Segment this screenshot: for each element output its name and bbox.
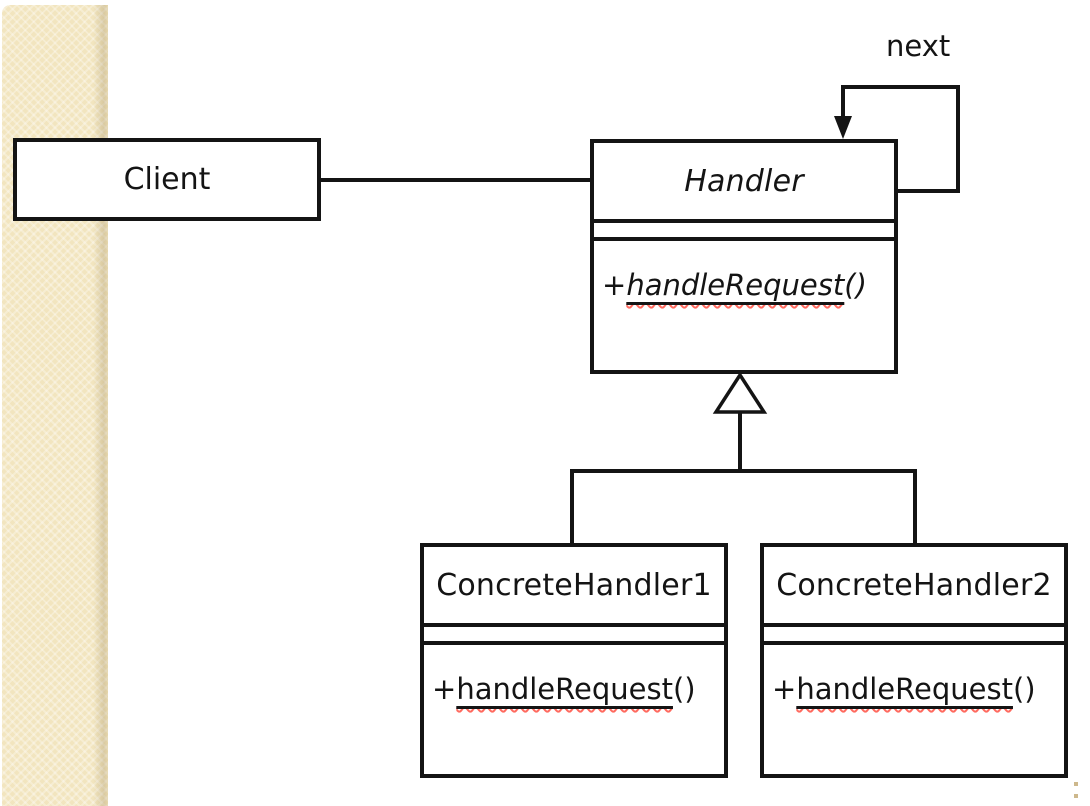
method-visibility: + — [772, 672, 797, 706]
artifact-dot — [1074, 794, 1078, 798]
class-attributes-compartment — [594, 223, 894, 241]
class-attributes-compartment — [424, 627, 724, 645]
class-attributes-compartment — [764, 627, 1064, 645]
class-name-handler: Handler — [684, 163, 804, 199]
method-name-underline: handleRequest — [626, 268, 844, 302]
generalization-branch-lines — [570, 469, 917, 545]
method-name-concretehandler1: handleRequest — [456, 672, 673, 706]
method-visibility: + — [432, 672, 457, 706]
method-name-handler: handleRequest — [626, 268, 845, 302]
method-name-underline: handleRequest — [456, 672, 673, 706]
association-label-next: next — [886, 29, 951, 63]
method-parens: () — [672, 672, 696, 706]
class-name-client: Client — [123, 162, 211, 197]
method-name-concretehandler2: handleRequest — [796, 672, 1013, 706]
method-parens: () — [1012, 672, 1036, 706]
class-box-concretehandler2: ConcreteHandler2 +handleRequest() — [760, 543, 1068, 778]
class-name-concretehandler1: ConcreteHandler1 — [436, 567, 712, 603]
method-name-underline: handleRequest — [796, 672, 1013, 706]
artifact-dot — [1074, 782, 1078, 786]
generalization-triangle-icon — [712, 371, 768, 414]
class-box-handler: Handler +handleRequest() — [590, 139, 898, 374]
next-arrowhead-icon — [834, 116, 852, 139]
slide-left-stripe — [2, 5, 108, 806]
class-title-compartment: ConcreteHandler1 — [424, 547, 724, 627]
class-methods-compartment: +handleRequest() — [764, 645, 1064, 774]
method-visibility: + — [602, 268, 627, 302]
class-title-compartment: Handler — [594, 143, 894, 223]
method-parens: () — [844, 268, 867, 302]
class-name-concretehandler2: ConcreteHandler2 — [776, 567, 1052, 603]
class-methods-compartment: +handleRequest() — [594, 241, 894, 370]
class-methods-compartment: +handleRequest() — [424, 645, 724, 774]
class-box-client: Client — [13, 138, 321, 221]
class-title-compartment: ConcreteHandler2 — [764, 547, 1064, 627]
class-box-concretehandler1: ConcreteHandler1 +handleRequest() — [420, 543, 728, 778]
